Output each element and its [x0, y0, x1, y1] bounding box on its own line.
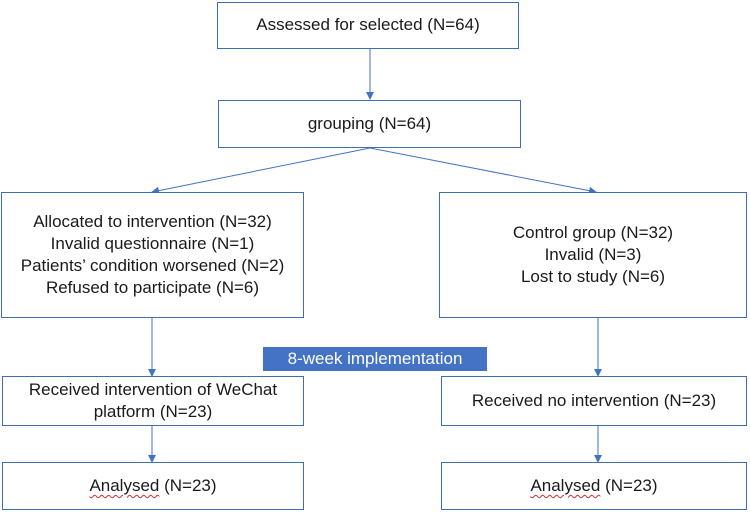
analysed-left-count: (N=23): [159, 475, 217, 495]
analysed-left-word: Analysed: [89, 475, 160, 495]
analysed-right-word: Analysed: [530, 475, 601, 495]
assessed-label: Assessed for selected (N=64): [256, 15, 480, 35]
received-intervention-line-2: platform (N=23): [93, 402, 213, 421]
analysed-right-box: Analysed (N=23): [441, 462, 747, 510]
grouping-label: grouping (N=64): [307, 113, 432, 133]
condition-worsened-line: Patients’ condition worsened (N=2): [20, 256, 285, 275]
received-intervention-line-1: Received intervention of WeChat: [28, 379, 278, 399]
assessed-box: Assessed for selected (N=64): [217, 2, 519, 49]
analysed-right-count: (N=23): [600, 475, 658, 495]
analysed-left-label: Analysed (N=23): [89, 475, 216, 497]
allocated-intervention-line: Allocated to intervention (N=32): [33, 211, 272, 231]
invalid-questionnaire-line: Invalid questionnaire (N=1): [50, 233, 255, 253]
arrow-grouping-to-control: [369, 147, 597, 195]
received-no-intervention-label: Received no intervention (N=23): [471, 390, 717, 410]
implementation-banner: 8-week implementation: [263, 347, 487, 371]
control-group-box: Control group (N=32) Invalid (N=3) Lost …: [439, 192, 747, 318]
intervention-allocation-box: Allocated to intervention (N=32) Invalid…: [1, 192, 304, 318]
grouping-box: grouping (N=64): [218, 100, 521, 148]
analysed-left-box: Analysed (N=23): [2, 462, 304, 510]
lost-to-study-line: Lost to study (N=6): [520, 267, 666, 287]
invalid-line: Invalid (N=3): [544, 244, 642, 264]
received-intervention-box: Received intervention of WeChat platform…: [2, 376, 304, 426]
analysed-right-label: Analysed (N=23): [530, 475, 657, 497]
arrow-grouping-to-intervention: [151, 147, 371, 195]
received-no-intervention-box: Received no intervention (N=23): [441, 376, 747, 426]
implementation-banner-label: 8-week implementation: [287, 349, 463, 368]
control-group-line: Control group (N=32): [512, 222, 674, 242]
refused-participate-line: Refused to participate (N=6): [45, 278, 260, 298]
